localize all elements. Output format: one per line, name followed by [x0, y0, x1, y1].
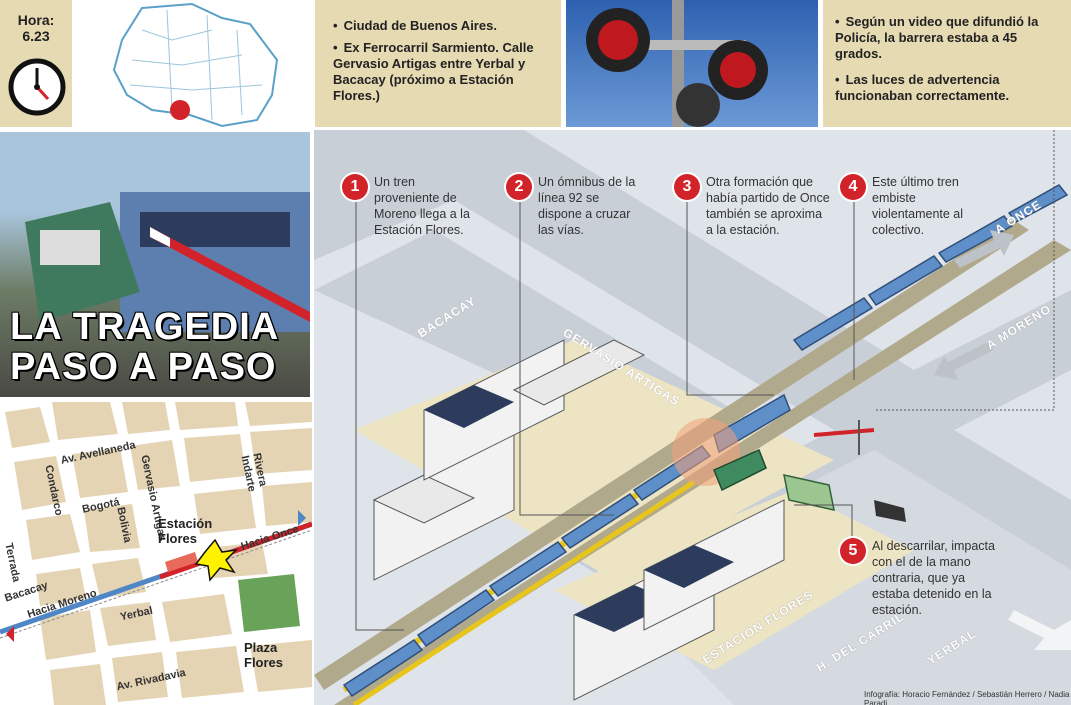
time-label: Hora:	[17, 12, 55, 28]
facts-panel: Según un video que difundió la Policía, …	[823, 0, 1071, 127]
main-scene: BACACAY GERVASIO ARTIGAS ESTACIÓN FLORES…	[314, 130, 1071, 705]
clock-icon	[8, 58, 66, 116]
step-5-number: 5	[840, 538, 866, 564]
location-notes: Ciudad de Buenos Aires. Ex Ferrocarril S…	[315, 0, 561, 127]
step-2-text: Un ómnibus de la línea 92 se dispone a c…	[538, 175, 636, 237]
warning-lights-photo	[566, 0, 818, 127]
neighborhood-map: Av. Avellaneda Gervasio Artigas Rivera I…	[0, 402, 312, 705]
title-line-1: LA TRAGEDIA	[10, 306, 280, 348]
crash-photo: LA TRAGEDIA PASO A PASO	[0, 132, 310, 397]
map-label-plaza: Plaza Flores	[244, 640, 283, 670]
fact-barrier: Según un video que difundió la Policía, …	[835, 14, 1055, 62]
map-label-plaza-line2: Flores	[244, 655, 284, 670]
city-locator-map	[72, 0, 310, 128]
map-label-estacion-line2: Flores	[158, 531, 198, 546]
location-note-place: Ex Ferrocarril Sarmiento. Calle Gervasio…	[333, 40, 553, 104]
step-3-number: 3	[674, 174, 700, 200]
location-note-city: Ciudad de Buenos Aires.	[333, 18, 553, 34]
step-1-number: 1	[342, 174, 368, 200]
time-value: 6.23	[22, 28, 50, 44]
map-label-estacion: Estación Flores	[158, 516, 212, 546]
time-panel: Hora: 6.23	[0, 0, 72, 127]
step-3-text: Otra formación que había partido de Once…	[706, 175, 830, 237]
title-line-2: PASO A PASO	[10, 346, 277, 388]
step-2-number: 2	[506, 174, 532, 200]
fact-lights: Las luces de advertencia funcionaban cor…	[835, 72, 1055, 104]
map-label-plaza-line1: Plaza	[244, 640, 278, 655]
step-5-text: Al descarrilar, impacta con el de la man…	[872, 539, 995, 617]
step-4-number: 4	[840, 174, 866, 200]
map-label-estacion-line1: Estación	[158, 516, 213, 531]
credit-text: Infografía: Horacio Fernández / Sebastiá…	[864, 690, 1070, 705]
step-1-text: Un tren proveniente de Moreno llega a la…	[374, 175, 470, 237]
step-4-text: Este último tren embiste violentamente a…	[872, 175, 964, 237]
